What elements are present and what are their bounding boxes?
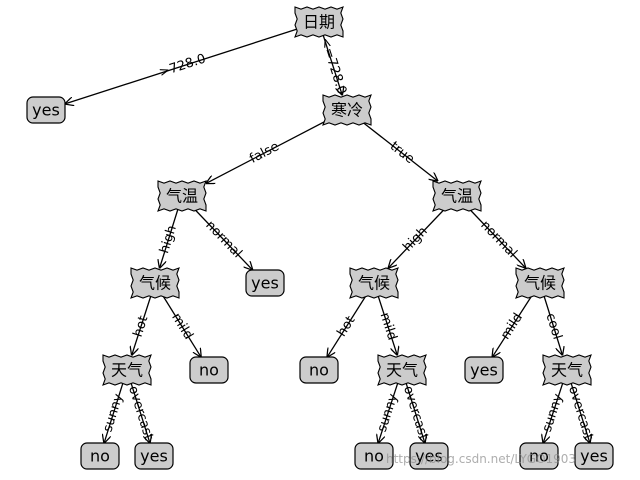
leaf-node-box [26, 96, 66, 124]
node-label: yes [140, 447, 168, 466]
edge-e1 [65, 21, 320, 104]
decision-node-box [432, 180, 482, 212]
node-label: 寒冷 [331, 101, 363, 120]
decision-node-box [157, 180, 207, 212]
edge-label-e5: high [157, 224, 180, 256]
edge-label-e1: >728.0 [157, 51, 207, 80]
node-label: no [364, 447, 384, 466]
node-label: yes [415, 447, 443, 466]
node-label: 天气 [386, 361, 418, 380]
node-label: no [309, 361, 329, 380]
edge-label-e20: overcast [565, 384, 596, 442]
edge-label-e14: cool [542, 312, 564, 342]
edge-label-e19: sunny [540, 392, 566, 434]
node-label: 气候 [524, 274, 556, 293]
node-label: yes [251, 274, 279, 293]
leaf-node-box [134, 442, 174, 470]
edge-label-e10: mild [168, 311, 196, 343]
decision-node-n_clim_r2: 气候 [515, 267, 565, 299]
decision-node-n_clim_l: 气候 [130, 267, 180, 299]
decision-node-box [377, 354, 427, 386]
edge-label-e12: mild [377, 311, 400, 342]
leaf-node-n_yes_top: yes [26, 96, 66, 124]
decision-node-n_wea_r1: 天气 [377, 354, 427, 386]
decision-node-box [542, 354, 592, 386]
edge-label-e16: overcast [125, 384, 156, 442]
leaf-node-n_yes_c: yes [574, 442, 614, 470]
leaf-node-box [574, 442, 614, 470]
leaf-node-n_yes_ln: yes [245, 269, 285, 297]
node-label: no [199, 361, 219, 380]
node-label: 气温 [166, 187, 198, 206]
node-label: 日期 [303, 13, 335, 32]
node-label: no [529, 447, 549, 466]
edge-label-e17: sunny [375, 392, 401, 434]
edge-label-e3: false [247, 139, 281, 167]
leaf-node-box [519, 442, 559, 470]
leaf-node-n_no_lm: no [189, 356, 229, 384]
node-label: 气候 [139, 274, 171, 293]
decision-node-box [102, 354, 152, 386]
leaf-node-box [80, 442, 120, 470]
decision-node-n_cold: 寒冷 [322, 94, 372, 126]
node-label: no [90, 447, 110, 466]
decision-node-box [294, 6, 344, 38]
node-label: yes [580, 447, 608, 466]
decision-node-box [322, 94, 372, 126]
edge-label-e11: hot [334, 313, 358, 339]
decision-node-n_wea_l: 天气 [102, 354, 152, 386]
node-label: 天气 [551, 361, 583, 380]
leaf-node-box [299, 356, 339, 384]
edge-label-e8: normal [477, 218, 519, 261]
edge-label-e4: true [387, 139, 417, 167]
decision-node-n_clim_r1: 气候 [349, 267, 399, 299]
decision-node-n_wea_r2: 天气 [542, 354, 592, 386]
leaf-node-box [354, 442, 394, 470]
decision-node-n_date: 日期 [294, 6, 344, 38]
leaf-node-box [189, 356, 229, 384]
decision-node-box [349, 267, 399, 299]
leaf-node-n_yes_r2: yes [464, 356, 504, 384]
decision-node-box [515, 267, 565, 299]
edge-label-e13: mild [498, 311, 526, 343]
edge-label-e6: normal [202, 218, 244, 261]
leaf-node-n_no_b: no [354, 442, 394, 470]
edge-label-e18: overcast [400, 384, 431, 442]
node-label: 气温 [441, 187, 473, 206]
leaf-node-box [464, 356, 504, 384]
leaf-node-n_yes_a: yes [134, 442, 174, 470]
leaf-node-n_no_c: no [519, 442, 559, 470]
node-label: 气候 [358, 274, 390, 293]
edge-label-e9: hot [131, 314, 152, 339]
edge-label-e15: sunny [100, 392, 126, 434]
decision-node-n_temp_l: 气温 [157, 180, 207, 212]
node-label: yes [470, 361, 498, 380]
leaf-node-n_no_a: no [80, 442, 120, 470]
node-label: yes [32, 101, 60, 120]
leaf-node-n_yes_b: yes [409, 442, 449, 470]
decision-node-n_temp_r: 气温 [432, 180, 482, 212]
leaf-node-n_no_r1: no [299, 356, 339, 384]
watermark-text: https://blog.csdn.net/LYGO1903 [386, 452, 577, 466]
edge-label-e2: <=728.0 [317, 36, 349, 97]
node-label: 天气 [111, 361, 143, 380]
leaf-node-box [245, 269, 285, 297]
leaf-node-box [409, 442, 449, 470]
decision-node-box [130, 267, 180, 299]
